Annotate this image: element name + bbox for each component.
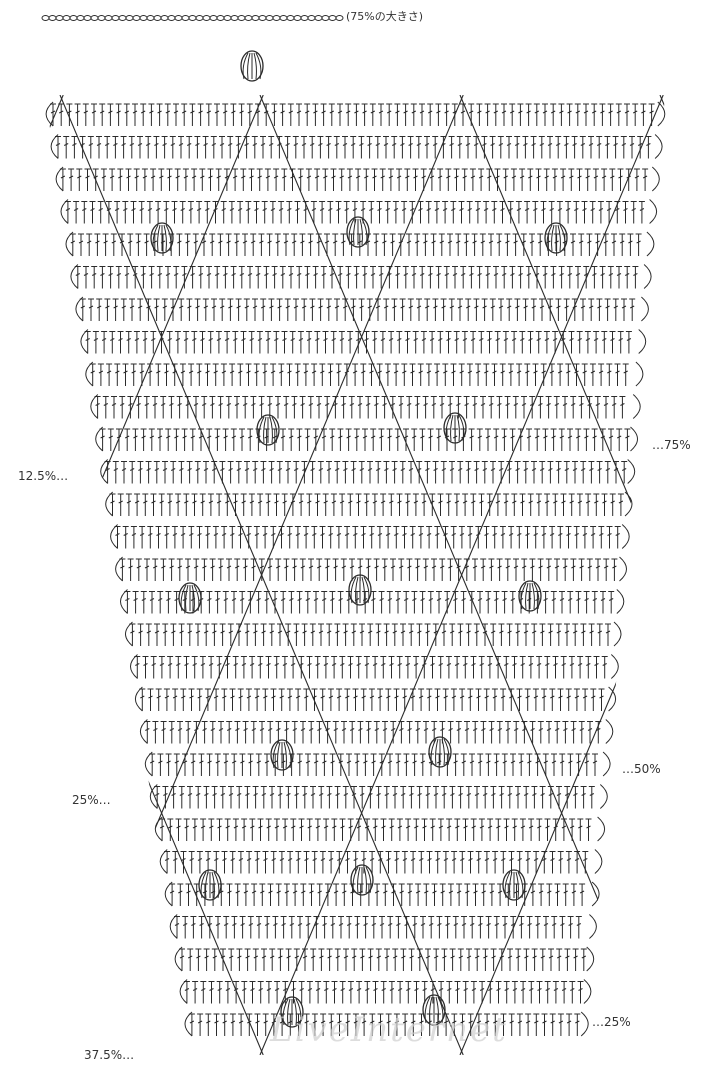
stitch-row [154, 786, 595, 809]
stitch-row [55, 136, 652, 159]
stitch-row [149, 753, 598, 776]
stitch-row [79, 298, 636, 321]
popcorn-icon [346, 216, 370, 248]
stitch-row [179, 948, 587, 971]
scale-note: (75%の大きさ) [346, 10, 424, 23]
stitch-row [59, 168, 649, 191]
stitch-row [109, 493, 624, 516]
lattice-line [659, 95, 665, 1055]
stitch-row [69, 233, 642, 256]
stitch-row [99, 428, 631, 451]
stitch-row [144, 721, 602, 744]
edge-chain-loops [41, 15, 666, 1037]
popcorn-icon [150, 222, 174, 254]
marker-37-5-percent: 37.5%… [84, 1048, 135, 1062]
stitch-row [94, 396, 626, 419]
popcorn-stitch-motifs [150, 50, 568, 1028]
lattice-line [45, 95, 264, 1055]
stitch-row [114, 526, 621, 549]
marker-75-percent: …75% [652, 438, 691, 452]
popcorn-icon [256, 414, 280, 446]
lattice-line [259, 95, 664, 1055]
stitch-row [84, 331, 632, 354]
lattice-line [659, 95, 665, 1055]
popcorn-icon [428, 736, 452, 768]
lattice-line [45, 95, 64, 1055]
foundation-chain [41, 15, 344, 21]
stitch-rows [41, 38, 655, 1036]
popcorn-icon [518, 580, 542, 612]
popcorn-icon [280, 996, 304, 1028]
stitch-row [74, 266, 639, 289]
popcorn-icon [422, 994, 446, 1026]
marker-25-percent-left: 25%… [72, 793, 111, 807]
watermark-logo: LiveInternet [270, 1010, 508, 1050]
popcorn-icon [178, 582, 202, 614]
stitch-row [169, 883, 586, 906]
stitch-row [50, 103, 655, 126]
stitch-row [164, 851, 589, 874]
stitch-row [41, 38, 334, 90]
stitch-row [174, 916, 582, 939]
popcorn-icon [240, 50, 264, 82]
popcorn-icon [502, 869, 526, 901]
popcorn-icon [350, 864, 374, 896]
stitch-row [64, 201, 645, 224]
stitch-row [134, 656, 608, 679]
stitch-row [183, 981, 584, 1004]
stitch-row [119, 558, 618, 581]
stitch-row [124, 591, 615, 614]
popcorn-icon [270, 739, 294, 771]
marker-50-percent: …50% [622, 762, 661, 776]
cross-stitch-mark [138, 48, 168, 88]
popcorn-icon [198, 869, 222, 901]
stitch-row [139, 688, 605, 711]
lattice-line [45, 95, 264, 1055]
popcorn-icon [443, 412, 467, 444]
marker-12-5-percent: 12.5%… [18, 469, 69, 483]
stitch-row [159, 818, 592, 841]
marker-25-percent-right: …25% [592, 1015, 631, 1029]
stitch-row [129, 623, 611, 646]
stitch-row [104, 461, 628, 484]
stitch-row [89, 363, 629, 386]
diamond-lattice [45, 48, 665, 1055]
lattice-line [45, 95, 64, 1055]
popcorn-icon [544, 222, 568, 254]
edge-loop [45, 101, 666, 1037]
popcorn-icon [348, 574, 372, 606]
